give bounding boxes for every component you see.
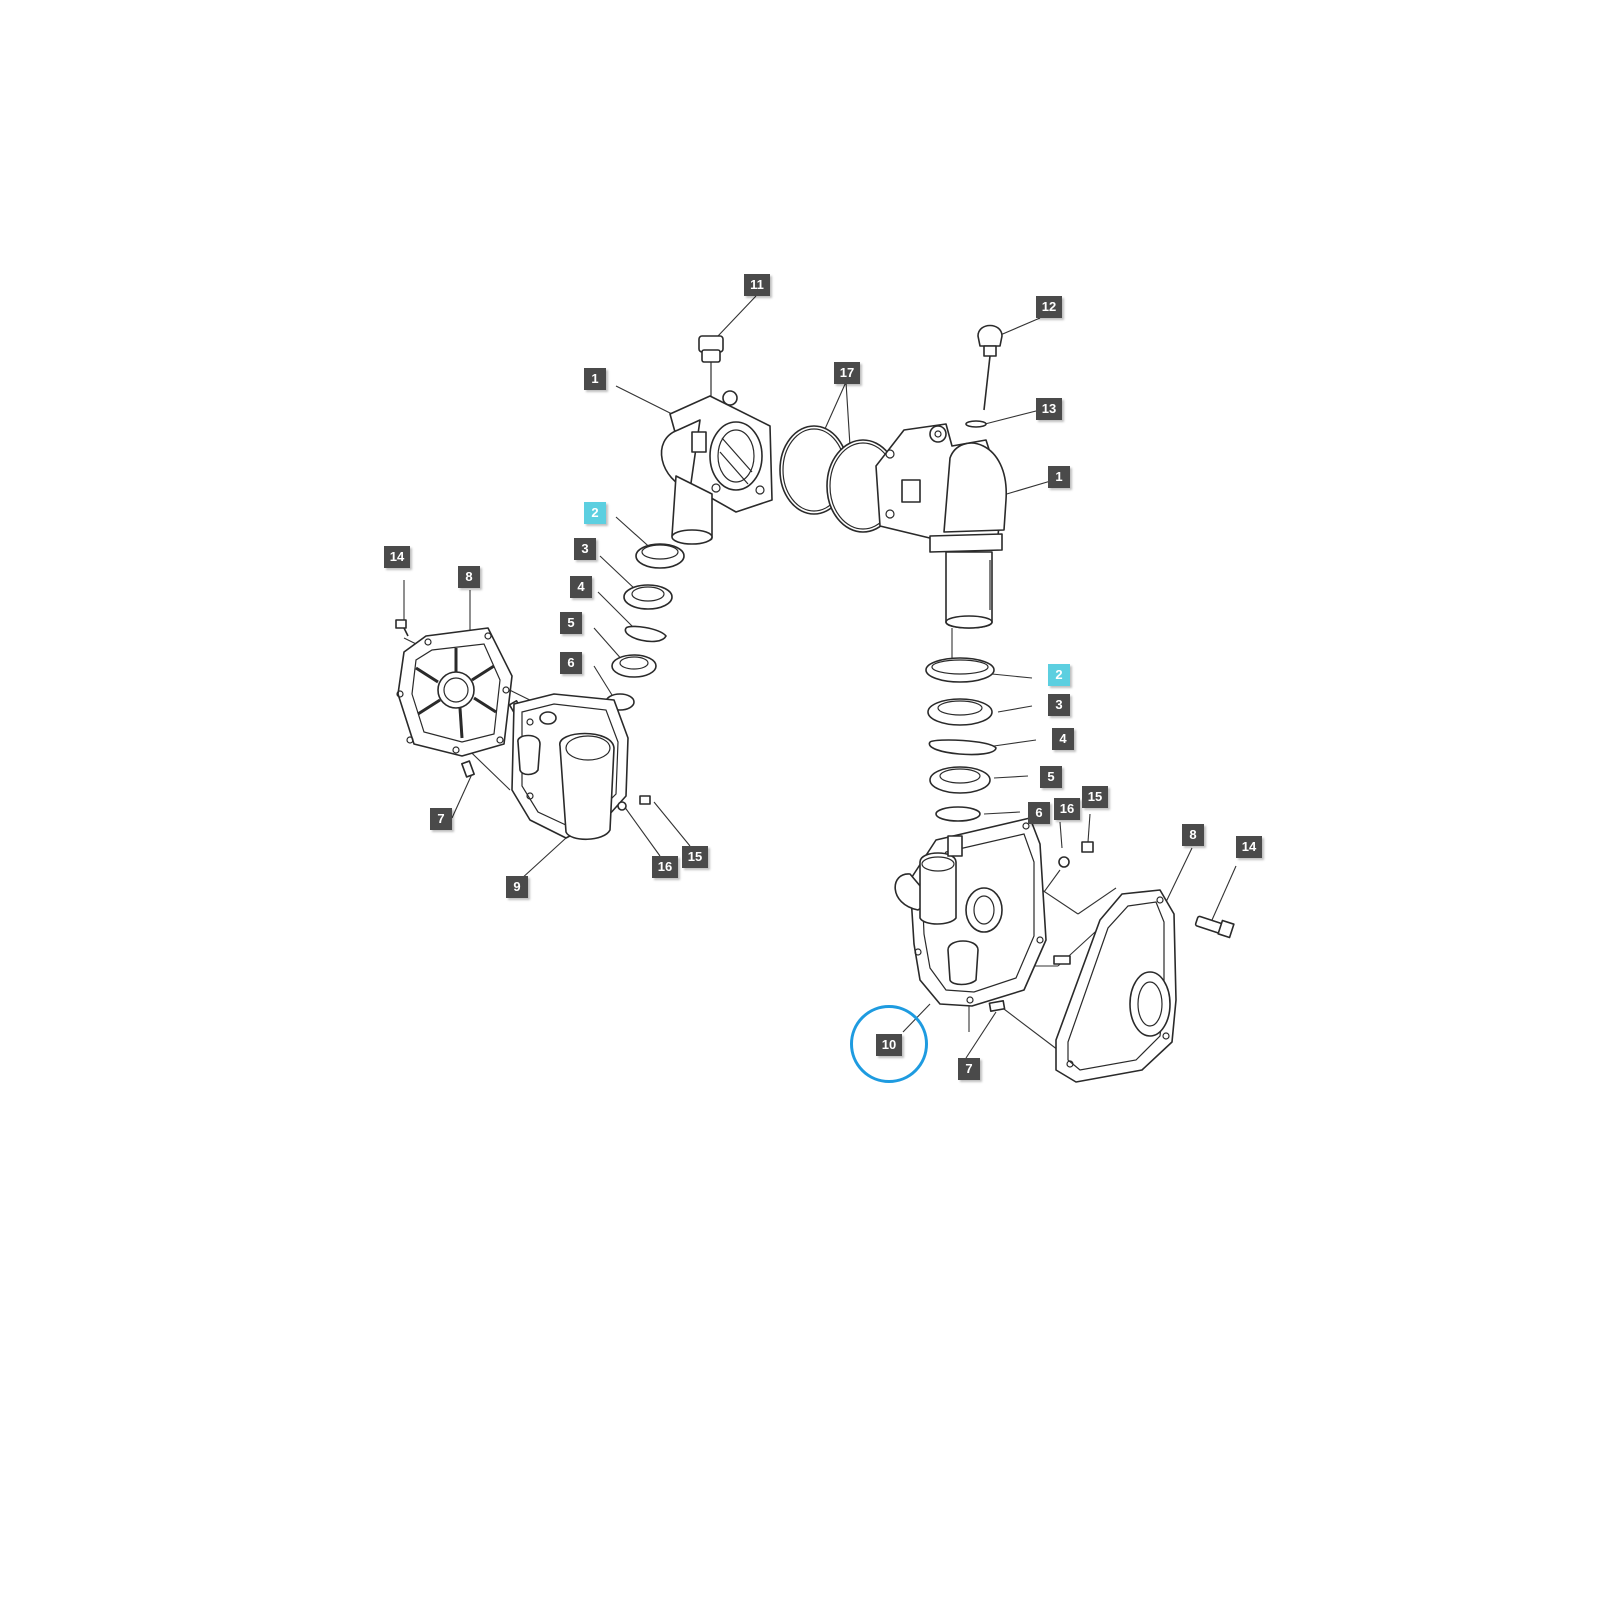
- callout-8-right[interactable]: 8: [1182, 824, 1204, 846]
- callout-1-left[interactable]: 1: [584, 368, 606, 390]
- callout-1-right[interactable]: 1: [1048, 466, 1070, 488]
- part-10-right-lower-housing: [894, 817, 1047, 1007]
- part-13-washer: [965, 420, 987, 428]
- part-14-right-bolt: [1194, 915, 1235, 939]
- part-8-right-cover: [1055, 889, 1177, 1083]
- callout-17[interactable]: 17: [834, 362, 860, 384]
- part-1-right-housing: [875, 423, 1007, 629]
- callout-5-left[interactable]: 5: [560, 612, 582, 634]
- callout-6-right[interactable]: 6: [1028, 802, 1050, 824]
- parts-16-15-left: [617, 795, 651, 811]
- callout-11[interactable]: 11: [744, 274, 770, 296]
- callout-3-right[interactable]: 3: [1048, 694, 1070, 716]
- callout-14-right[interactable]: 14: [1236, 836, 1262, 858]
- parts-16-15-right: [1058, 841, 1094, 868]
- callout-12[interactable]: 12: [1036, 296, 1062, 318]
- part-9-left-lower-housing: [511, 693, 629, 841]
- callout-4-left[interactable]: 4: [570, 576, 592, 598]
- part-11-cap-plug: [698, 335, 724, 400]
- callout-7-right[interactable]: 7: [958, 1058, 980, 1080]
- callout-14-left[interactable]: 14: [384, 546, 410, 568]
- left-seal-stack: [605, 543, 685, 711]
- part-1-left-housing: [660, 390, 773, 545]
- callout-13[interactable]: 13: [1036, 398, 1062, 420]
- right-seal-stack: [925, 657, 997, 822]
- callout-16-right[interactable]: 16: [1054, 798, 1080, 820]
- selection-ring: [850, 1005, 928, 1083]
- callout-2-right-highlighted[interactable]: 2: [1048, 664, 1070, 686]
- callout-7-left[interactable]: 7: [430, 808, 452, 830]
- part-14-left-bolt: [395, 619, 409, 637]
- callout-15-right[interactable]: 15: [1082, 786, 1108, 808]
- callout-8-left[interactable]: 8: [458, 566, 480, 588]
- part-7-right-pins: [988, 955, 1071, 1012]
- callout-6-left[interactable]: 6: [560, 652, 582, 674]
- part-12-dipstick: [977, 324, 1003, 411]
- part-8-left-cover: [396, 627, 513, 757]
- callout-15-left[interactable]: 15: [682, 846, 708, 868]
- callout-16-left[interactable]: 16: [652, 856, 678, 878]
- callout-2-left-highlighted[interactable]: 2: [584, 502, 606, 524]
- callout-4-right[interactable]: 4: [1052, 728, 1074, 750]
- callout-5-right[interactable]: 5: [1040, 766, 1062, 788]
- callout-3-left[interactable]: 3: [574, 538, 596, 560]
- callout-9[interactable]: 9: [506, 876, 528, 898]
